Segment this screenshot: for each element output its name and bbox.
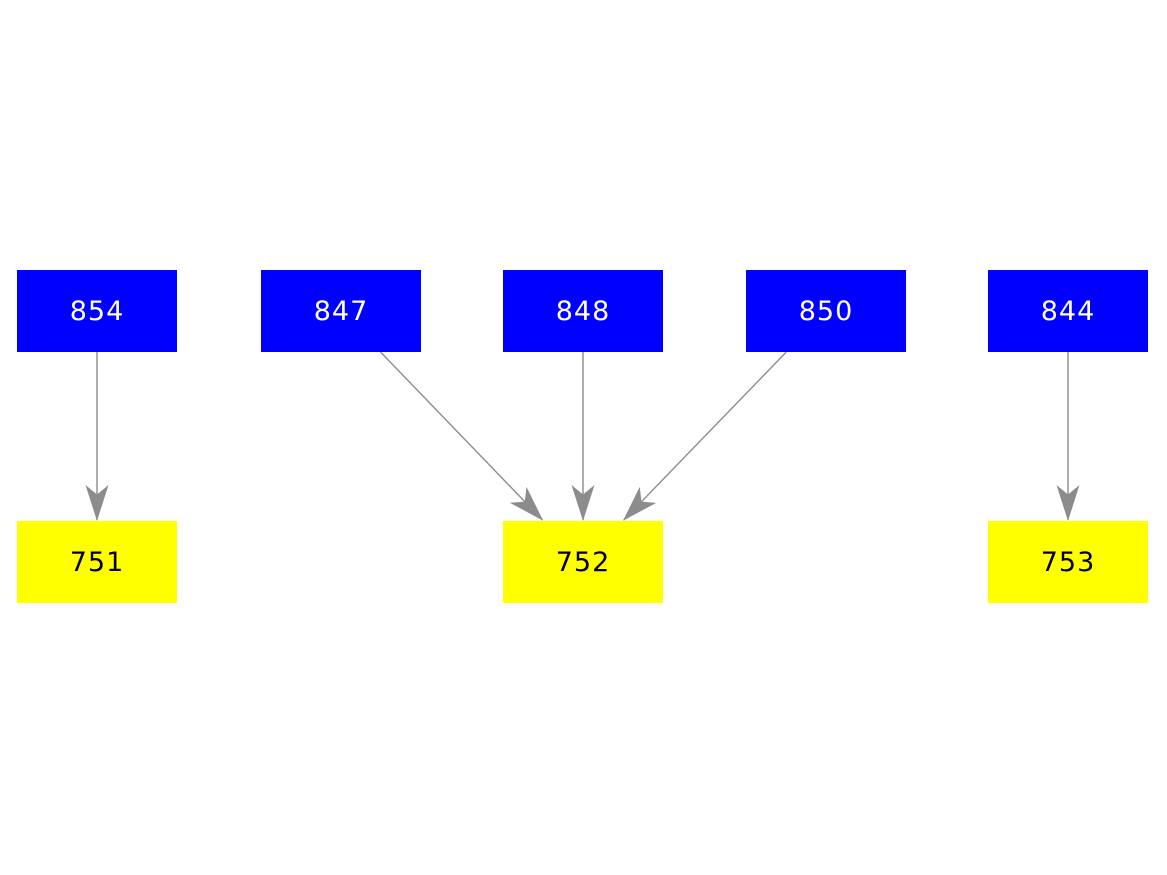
graph-node-label: 850 <box>798 295 854 327</box>
graph-node-847: 847 <box>261 270 421 352</box>
edge-850-to-752 <box>623 351 787 521</box>
graph-node-848: 848 <box>503 270 663 352</box>
graph-node-label: 751 <box>69 546 125 578</box>
graph-node-label: 753 <box>1040 546 1096 578</box>
graph-node-label: 844 <box>1040 295 1096 327</box>
edge-847-to-752 <box>379 351 544 521</box>
graph-node-752: 752 <box>503 521 663 603</box>
graph-node-label: 848 <box>555 295 611 327</box>
graph-node-850: 850 <box>746 270 906 352</box>
graph-node-label: 854 <box>69 295 125 327</box>
graph-node-753: 753 <box>988 521 1148 603</box>
graph-node-751: 751 <box>17 521 177 603</box>
graph-node-844: 844 <box>988 270 1148 352</box>
graph-node-854: 854 <box>17 270 177 352</box>
graph-node-label: 847 <box>313 295 369 327</box>
graph-node-label: 752 <box>555 546 611 578</box>
